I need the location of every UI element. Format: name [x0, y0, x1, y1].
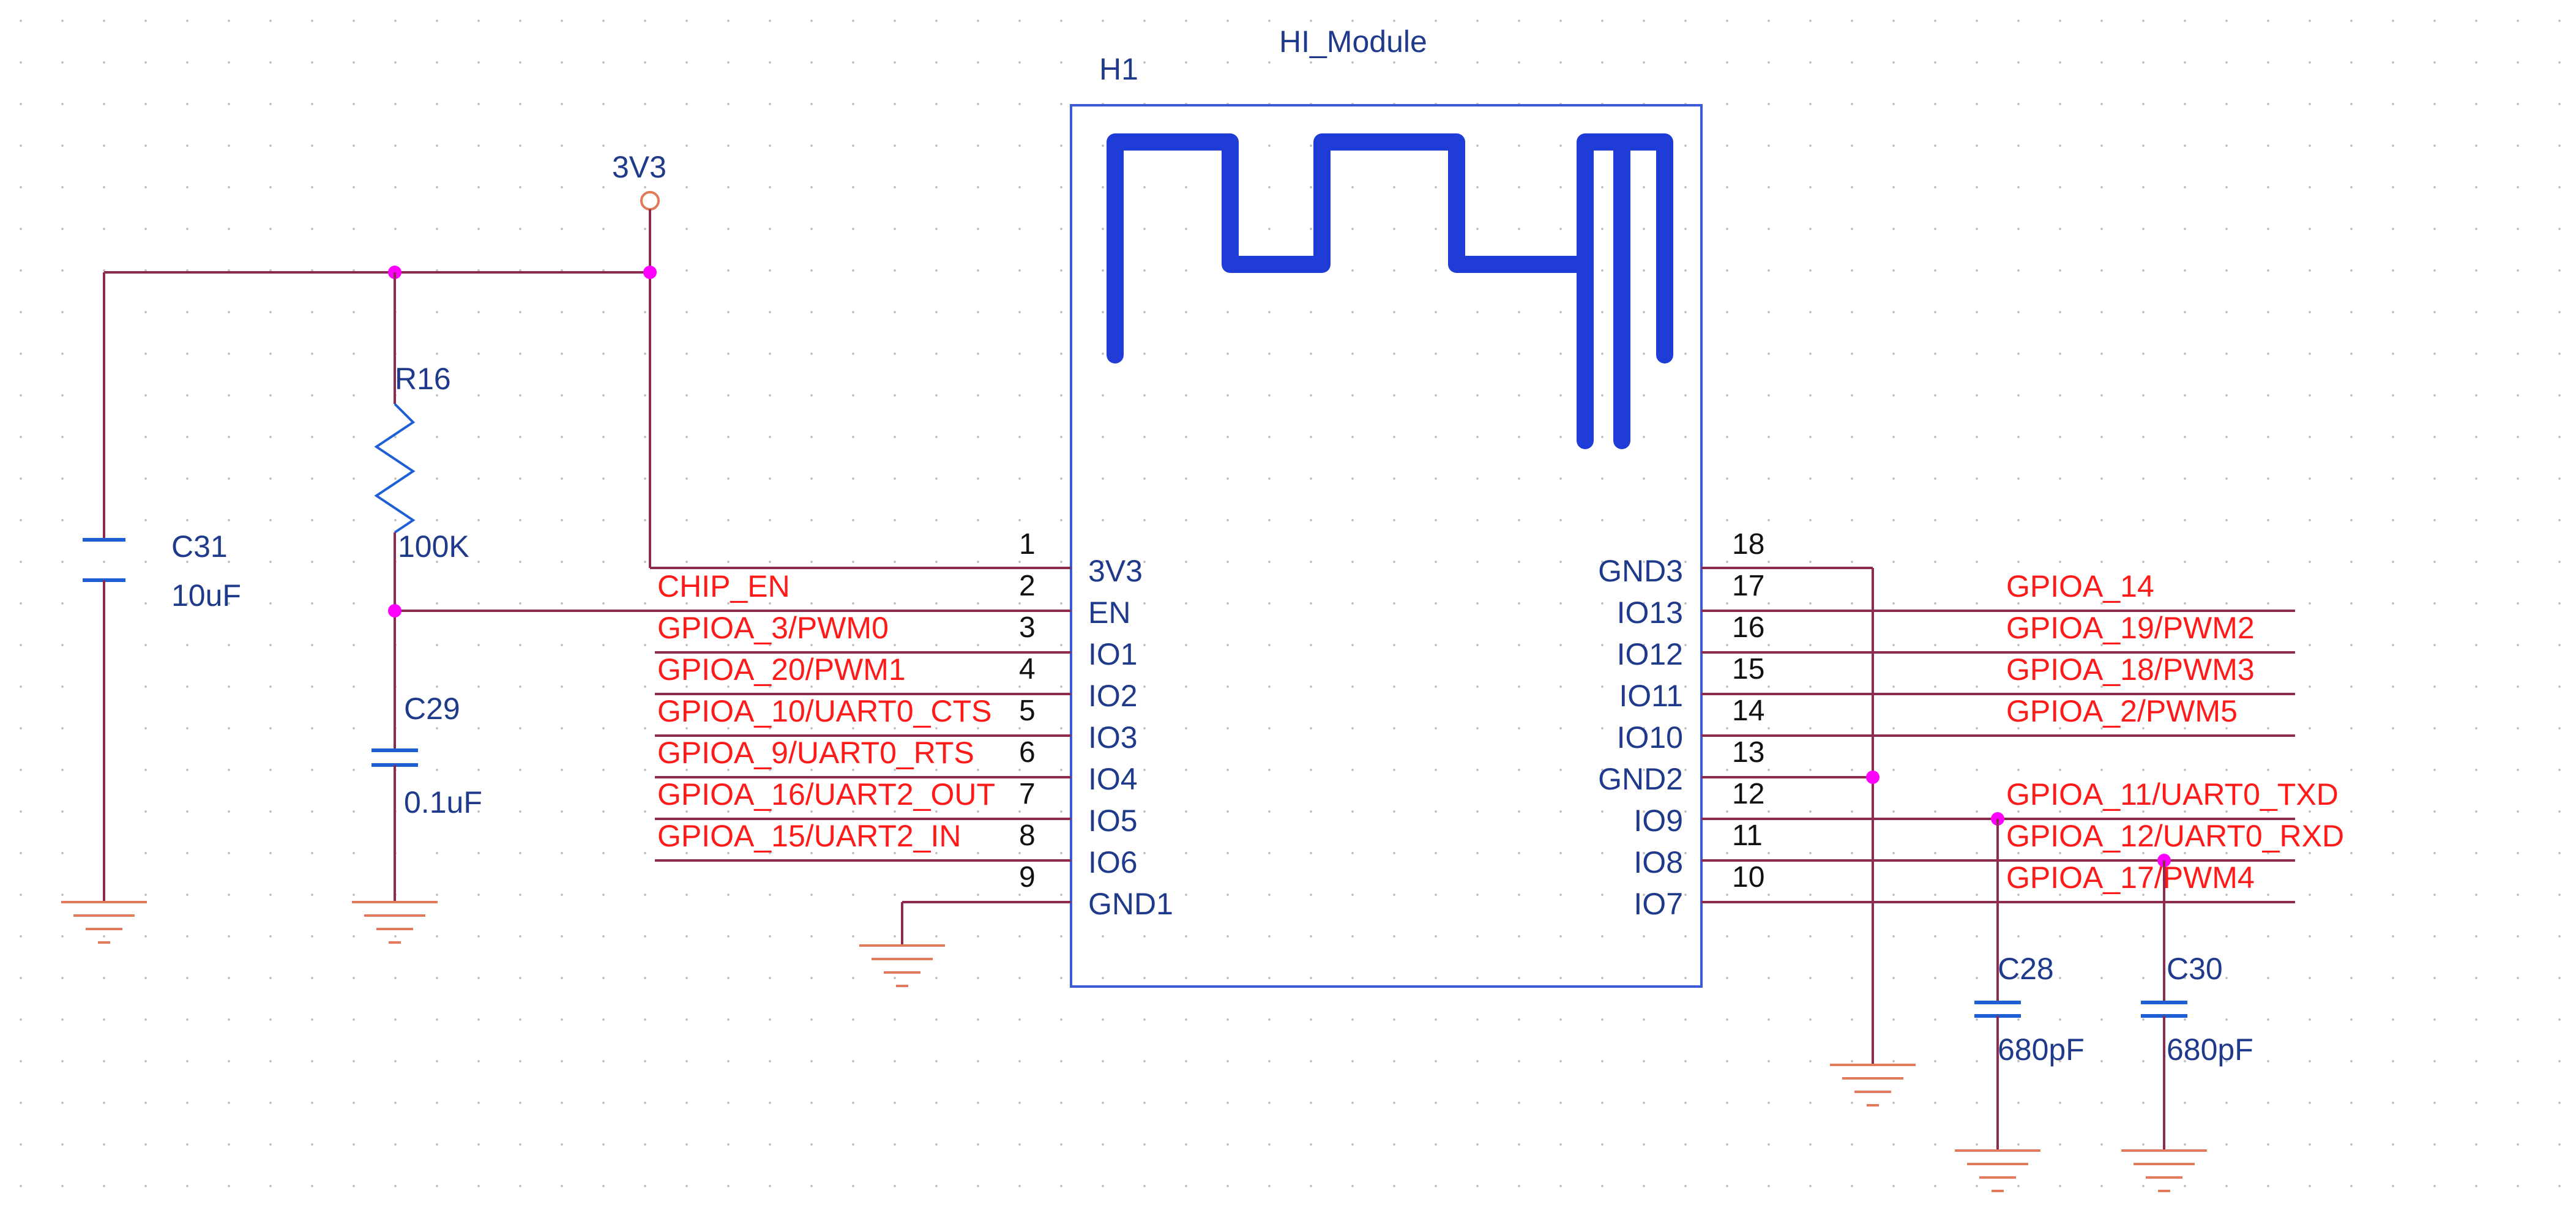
pin-name: IO3 [1088, 720, 1138, 755]
pin-number: 6 [1019, 736, 1036, 769]
net-label: GPIOA_12/UART0_RXD [2006, 819, 2344, 853]
pin-name: GND1 [1088, 887, 1173, 921]
resistor-ref: R16 [395, 362, 451, 396]
pin-name: IO7 [1633, 887, 1683, 921]
pin-number: 4 [1019, 653, 1036, 685]
ground-symbol-icon [61, 901, 147, 944]
ground-symbol-icon [352, 901, 438, 944]
module-ref: H1 [1099, 52, 1138, 86]
pin-name: IO8 [1633, 845, 1683, 879]
capacitor-ref: C30 [2167, 952, 2223, 986]
pin-number: 12 [1732, 778, 1764, 810]
capacitor-value: 680pF [2167, 1032, 2253, 1067]
right-pin-numbers: 18 17 16 15 14 13 12 11 10 [1732, 528, 1764, 894]
pin-name: IO11 [1619, 679, 1683, 713]
capacitor-ref: C29 [404, 692, 460, 726]
pin-name: IO9 [1633, 804, 1683, 838]
left-pin-numbers: 1 2 3 4 5 6 7 8 9 [1019, 528, 1036, 894]
pin-name: IO1 [1088, 637, 1138, 671]
pin-number: 14 [1732, 695, 1764, 727]
pin-number: 2 [1019, 570, 1036, 602]
module-body [1070, 104, 1703, 988]
power-net-label: 3V3 [612, 150, 666, 184]
pin-number: 10 [1732, 861, 1764, 894]
pin-name: 3V3 [1088, 554, 1143, 588]
pin-name: GND3 [1598, 554, 1683, 588]
antenna-trace-icon [1107, 133, 1673, 449]
pin-number: 16 [1732, 611, 1764, 644]
pin-number: 15 [1732, 653, 1764, 685]
net-label: GPIOA_2/PWM5 [2006, 694, 2238, 728]
capacitor-value: 0.1uF [404, 785, 482, 819]
net-label: GPIOA_11/UART0_TXD [2006, 777, 2339, 812]
ground-symbol-icon [1830, 1064, 1916, 1106]
module-title: HI_Module [1279, 24, 1427, 59]
net-label: GPIOA_10/UART0_CTS [657, 694, 992, 728]
resistor-value: 100K [398, 529, 469, 564]
net-label: GPIOA_19/PWM2 [2006, 611, 2255, 645]
capacitor-ref: C28 [1998, 952, 2054, 986]
net-label: GPIOA_16/UART2_OUT [657, 777, 995, 812]
pin-number: 18 [1732, 528, 1764, 561]
net-label: GPIOA_9/UART0_RTS [657, 736, 974, 770]
pin-name: IO10 [1617, 720, 1683, 755]
pin-name: GND2 [1598, 762, 1683, 796]
right-pin-names: GND3 IO13 IO12 IO11 IO10 GND2 IO9 IO8 IO… [1598, 554, 1683, 921]
pin-name: IO12 [1617, 637, 1683, 671]
pin-number: 11 [1732, 819, 1763, 852]
ground-symbol-icon [1955, 1149, 2040, 1192]
pin-name: IO5 [1088, 804, 1138, 838]
right-net-labels: GPIOA_14 GPIOA_19/PWM2 GPIOA_18/PWM3 GPI… [2006, 569, 2344, 895]
junction-dot [643, 266, 657, 279]
pin-number: 5 [1019, 695, 1036, 727]
capacitor-ref: C31 [171, 529, 228, 564]
left-pin-names: 3V3 EN IO1 IO2 IO3 IO4 IO5 IO6 GND1 [1088, 554, 1173, 921]
pin-number: 3 [1019, 611, 1036, 644]
pin-number: 9 [1019, 861, 1036, 894]
right-pin-stubs [1701, 567, 2295, 903]
pin-number: 1 [1019, 528, 1036, 561]
net-label: GPIOA_14 [2006, 569, 2154, 603]
ground-symbol-icon [859, 944, 945, 987]
pin-name: EN [1088, 595, 1130, 630]
left-pin-stubs [655, 567, 1071, 903]
net-label: GPIOA_20/PWM1 [657, 652, 906, 687]
capacitor-value: 10uF [171, 578, 241, 613]
net-label: CHIP_EN [657, 569, 790, 603]
pin-name: IO2 [1088, 679, 1138, 713]
junction-dot [388, 604, 401, 618]
junction-dot [1866, 771, 1880, 784]
capacitor-value: 680pF [1998, 1032, 2085, 1067]
pin-number: 13 [1732, 736, 1764, 769]
pin-number: 17 [1732, 570, 1764, 602]
ground-symbol-icon [2121, 1149, 2207, 1192]
net-label: GPIOA_3/PWM0 [657, 611, 889, 645]
pin-name: IO6 [1088, 845, 1138, 879]
pin-name: IO13 [1617, 595, 1683, 630]
net-label: GPIOA_17/PWM4 [2006, 860, 2255, 895]
pin-number: 7 [1019, 778, 1036, 810]
net-label: GPIOA_15/UART2_IN [657, 819, 961, 853]
resistor-icon [374, 403, 416, 534]
left-net-labels: CHIP_EN GPIOA_3/PWM0 GPIOA_20/PWM1 GPIOA… [657, 569, 995, 853]
net-label: GPIOA_18/PWM3 [2006, 652, 2255, 687]
pin-name: IO4 [1088, 762, 1138, 796]
pin-number: 8 [1019, 819, 1036, 852]
